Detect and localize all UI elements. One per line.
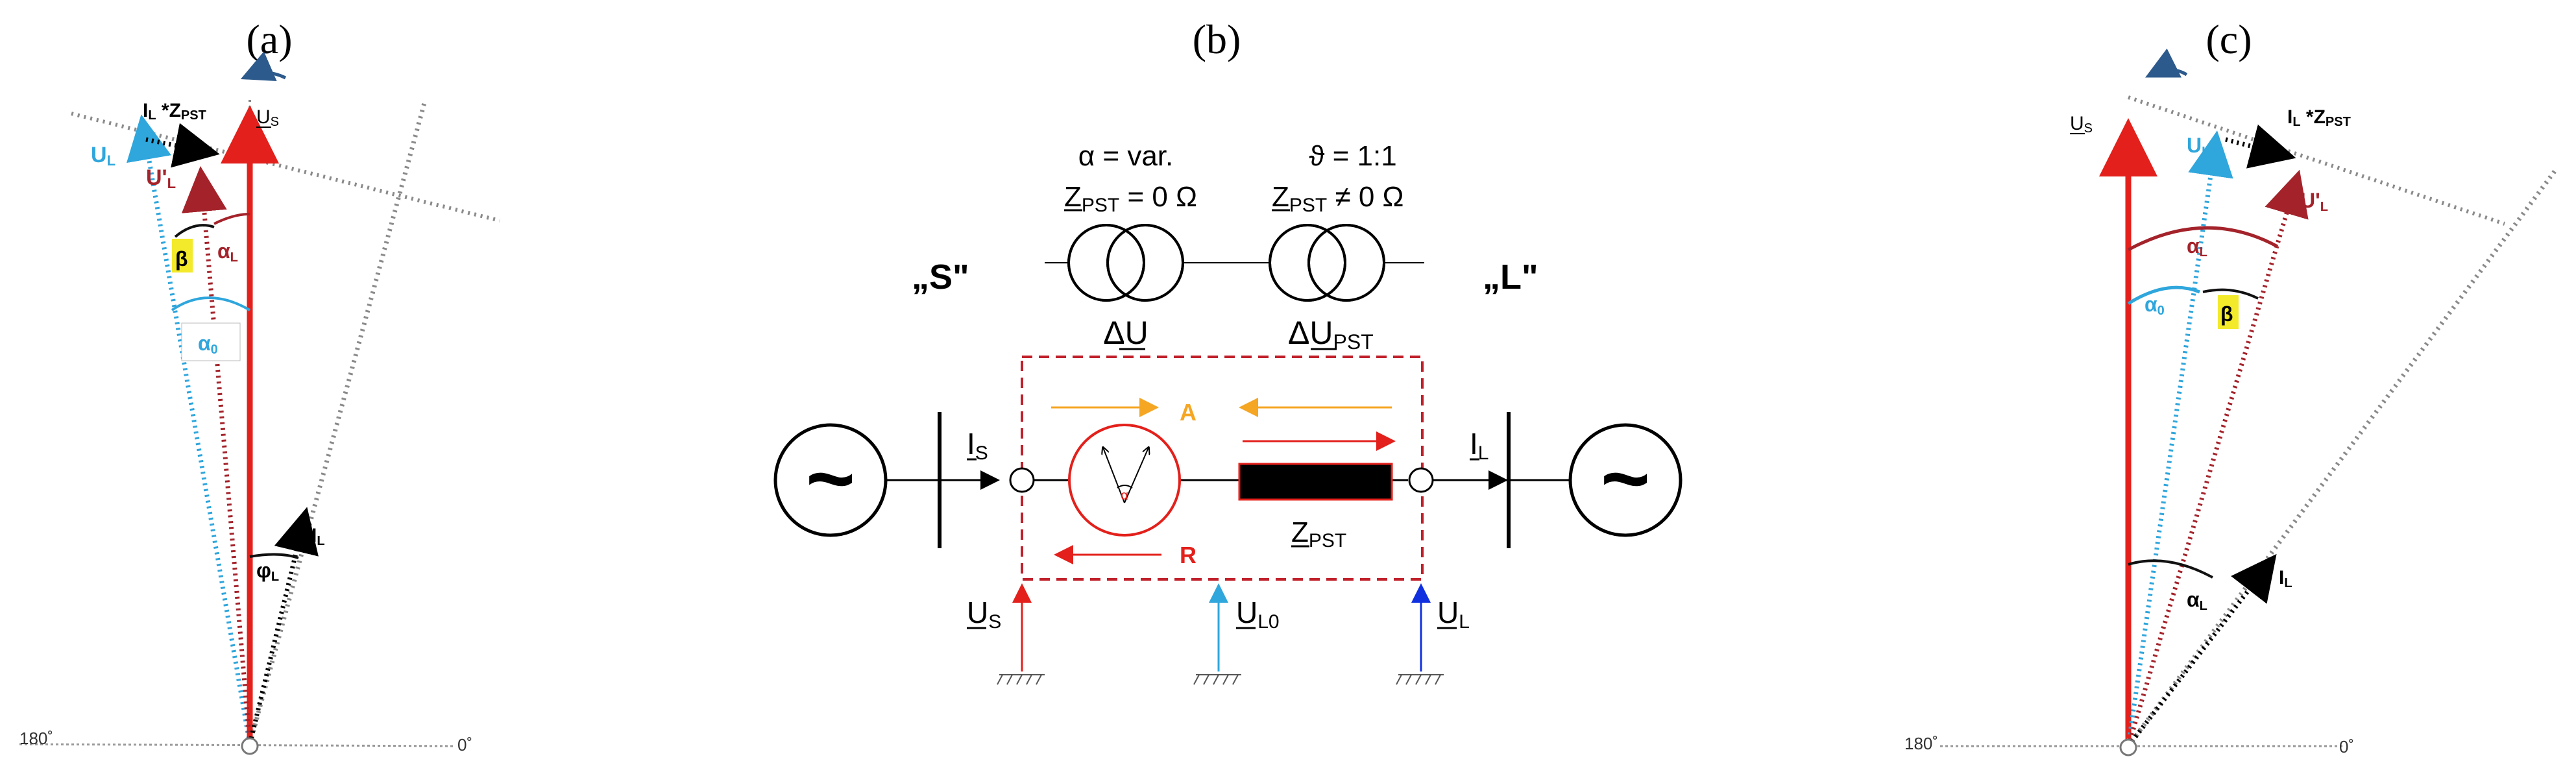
a-beta-highlight (172, 239, 193, 272)
c-rotation-arrow (2145, 48, 2188, 78)
c-ulprime-phasor (2126, 169, 2309, 747)
b-ground-mid (1193, 674, 1241, 685)
a-gray-line-2 (71, 112, 500, 223)
b-dupst: ΔUPST (1288, 315, 1374, 354)
a-beta-label: β (175, 247, 188, 271)
c-alphal2-label: αL (2187, 588, 2207, 613)
b-ps-arrow-left (1103, 448, 1125, 503)
a-deg0: 0˚ (457, 735, 472, 755)
b-ul0-label: UL0 (1236, 596, 1280, 633)
a-ulprime-phasor (181, 166, 252, 745)
a-il-phasor (247, 507, 319, 745)
panel-c: (c) 180˚ 0˚ US IL *ZPST UL1 U'L αL α0 β (1904, 16, 2558, 756)
b-theta-ratio: ϑ = 1:1 (1309, 140, 1396, 172)
c-il-phasor (2126, 553, 2277, 748)
b-source-right (1568, 423, 1683, 537)
a-ilzpst-label: IL *ZPST (143, 100, 206, 123)
panel-b: (b) α = var. ϑ = 1:1 ZPST = 0 Ω ZPST ≠ 0… (773, 16, 1683, 685)
panel-a-label: (a) (246, 16, 292, 62)
a-us-label: US (256, 106, 279, 129)
c-ul1-phasor (2126, 130, 2233, 747)
b-label-r: R (1180, 542, 1197, 568)
b-zpst-zero: ZPST = 0 Ω (1064, 181, 1197, 216)
a-alphal-label: αL (217, 239, 238, 265)
c-gray-line-2 (2128, 95, 2505, 226)
b-node-l: „L" (1483, 258, 1538, 296)
c-ulprime-label: U'L (2300, 189, 2328, 214)
b-ground-right (1396, 674, 1444, 685)
c-alpha0-label: α0 (2145, 293, 2165, 318)
b-node-circle-right (1408, 467, 1434, 493)
c-beta-highlight (2218, 295, 2239, 329)
c-alphal-arc (2127, 226, 2279, 252)
a-il-label: IL (311, 525, 325, 548)
a-origin (241, 737, 259, 755)
b-ps-angle-arc (1117, 485, 1133, 489)
b-alpha-var: α = var. (1078, 140, 1174, 172)
panel-b-label: (b) (1193, 16, 1241, 62)
b-du: ΔU (1103, 315, 1148, 351)
a-alphal-arc (213, 213, 250, 225)
c-alphal-label: αL (2187, 234, 2207, 260)
c-beta-label: β (2220, 302, 2233, 326)
b-us-label: US (967, 596, 1001, 633)
a-baseline (19, 743, 455, 747)
c-deg0: 0˚ (2339, 737, 2354, 756)
b-ul-label: UL (1437, 596, 1470, 633)
c-ilzpst-phasor (2225, 124, 2296, 169)
c-alphal2-arc (2128, 559, 2213, 579)
c-alpha0-arc (2127, 285, 2200, 306)
c-il-label: IL (2279, 567, 2292, 590)
a-deg180: 180˚ (19, 729, 53, 748)
a-alpha0-arc (171, 296, 251, 311)
c-deg180: 180˚ (1904, 734, 1938, 753)
a-beta-arc (174, 224, 215, 238)
a-alpha0-box (181, 322, 241, 361)
a-alpha0-label: α0 (198, 332, 218, 357)
b-node-s: „S" (912, 258, 969, 296)
panel-c-label: (c) (2205, 16, 2252, 62)
b-ps-arrow-right (1124, 448, 1148, 503)
b-zpst-label: ZPST (1291, 516, 1346, 551)
c-origin (2119, 738, 2137, 756)
b-zpst-nz: ZPST ≠ 0 Ω (1272, 181, 1403, 216)
b-node-circle-left (1009, 467, 1035, 493)
panel-a: (a) 180˚ 0˚ US IL *ZPST UL (19, 16, 500, 755)
c-beta-arc (2202, 288, 2259, 300)
a-phil-label: φL (256, 559, 279, 584)
a-rotation-arrow (240, 51, 287, 82)
c-ilzpst-label: IL *ZPST (2287, 106, 2351, 129)
b-phase-shifter (1068, 424, 1181, 537)
b-il-label: IL (1470, 427, 1488, 464)
c-ul1-label: UL1 (2187, 134, 2217, 159)
a-gray-line-1 (247, 100, 428, 745)
b-is-label: IS (967, 427, 988, 464)
b-source-left (773, 423, 888, 537)
b-zpst-block (1238, 463, 1393, 501)
b-label-a: A (1180, 399, 1197, 426)
b-ground-left (997, 674, 1045, 685)
a-phil-arc (249, 553, 299, 559)
a-ulprime-label: U'L (146, 165, 176, 191)
c-us-label: US (2070, 113, 2093, 136)
b-source-left-tilde: ~ (806, 431, 855, 526)
b-source-right-tilde: ~ (1601, 431, 1650, 526)
a-ul-label: UL (91, 143, 115, 169)
b-ps-alpha: α (1121, 489, 1128, 503)
